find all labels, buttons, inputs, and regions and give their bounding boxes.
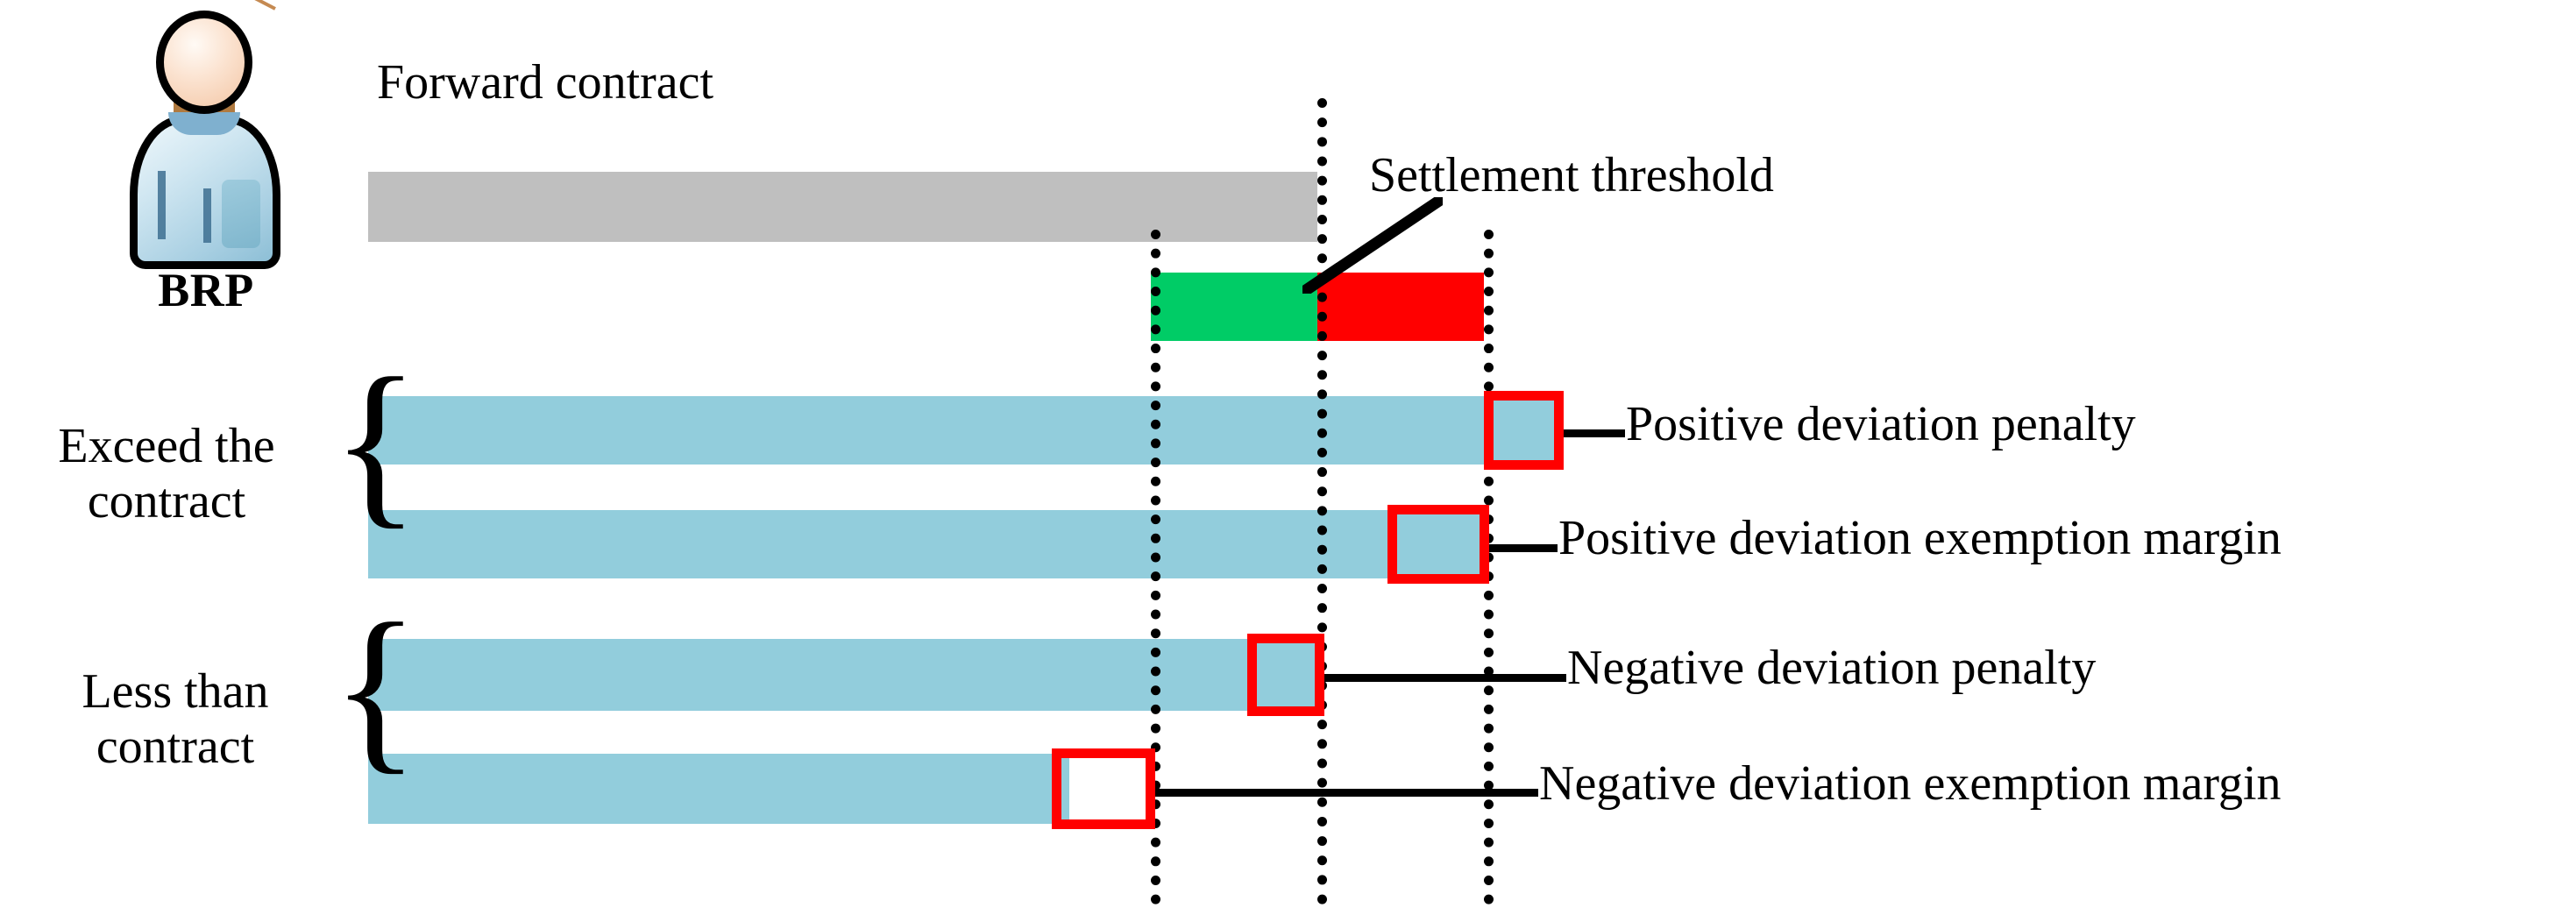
guide-line-settlement-threshold [1317, 98, 1327, 904]
negative-exemption-band [1151, 273, 1317, 341]
guide-line-negative-boundary [1151, 230, 1160, 904]
forward-contract-title: Forward contract [377, 55, 714, 110]
row-label-positive-deviation-penalty: Positive deviation penalty [1626, 397, 2136, 451]
row-label-negative-deviation-penalty: Negative deviation penalty [1567, 641, 2097, 695]
highlight-box-positive-penalty [1484, 391, 1564, 470]
delivery-bar-positive-margin [368, 510, 1484, 578]
highlight-box-negative-margin [1052, 748, 1155, 829]
person-arm-left [158, 171, 166, 239]
group-label-less-line1: Less than [82, 664, 269, 719]
leader-line-positive-margin [1489, 544, 1558, 552]
brp-label: BRP [158, 264, 254, 316]
person-head [156, 11, 252, 114]
delivery-bar-positive-penalty [368, 396, 1558, 465]
delivery-bar-negative-margin [368, 754, 1069, 824]
person-icon [105, 0, 307, 280]
row-label-positive-deviation-exemption-margin: Positive deviation exemption margin [1558, 511, 2281, 565]
group-label-less-line2: contract [96, 719, 255, 774]
group-label-less: Less than contract [9, 664, 342, 774]
settlement-threshold-label: Settlement threshold [1369, 148, 1774, 202]
row-label-negative-deviation-exemption-margin: Negative deviation exemption margin [1539, 756, 2281, 811]
leader-line-negative-penalty [1324, 674, 1566, 682]
highlight-box-negative-penalty [1247, 634, 1324, 716]
positive-exemption-band [1317, 273, 1484, 341]
delivery-bar-negative-penalty [368, 639, 1319, 711]
group-label-exceed-line2: contract [87, 473, 246, 528]
forward-contract-bar [368, 172, 1317, 242]
group-label-exceed-line1: Exceed the [58, 419, 275, 473]
antenna-line [254, 0, 276, 11]
person-collar [168, 112, 240, 135]
group-label-exceed: Exceed the contract [0, 419, 333, 528]
person-arm-right [203, 188, 211, 243]
brace-exceed-the-contract: { [331, 341, 420, 544]
person-pocket [222, 180, 260, 248]
leader-line-negative-margin [1155, 789, 1538, 797]
leader-line-positive-penalty [1564, 429, 1625, 437]
threshold-leader-line [1302, 197, 1443, 294]
brace-less-than-contract: { [331, 586, 420, 790]
highlight-box-positive-margin [1387, 505, 1489, 584]
